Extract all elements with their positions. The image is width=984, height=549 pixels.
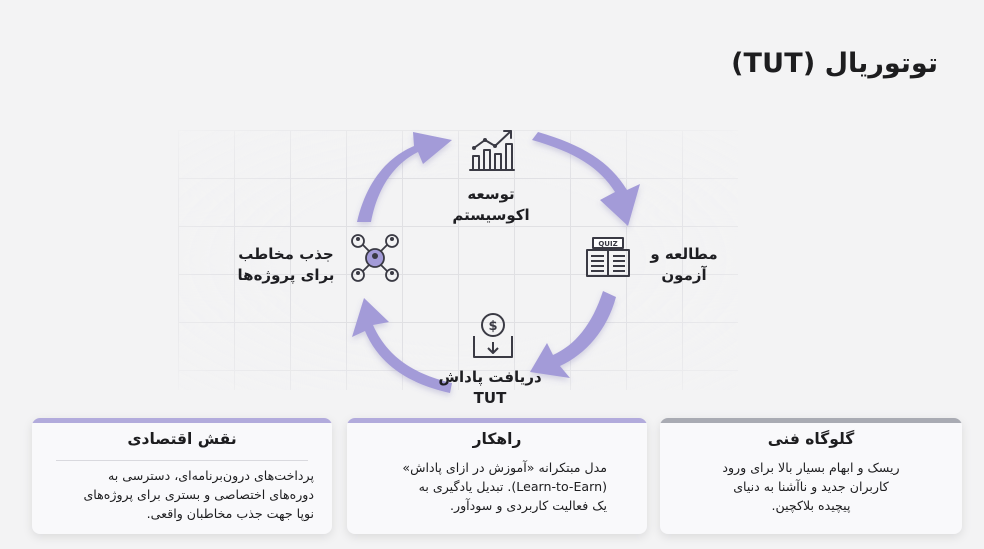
card-line: ریسک و ابهام بسیار بالا برای ورود <box>722 460 900 475</box>
cycle-arrow-bottom-left <box>352 298 452 393</box>
card-line: کاربران جدید و ناآشنا به دنیای <box>733 479 889 494</box>
quiz-label: QUIZ <box>598 240 617 248</box>
card-heading: گلوگاه فنی <box>767 430 855 448</box>
cycle-arrow-top-left <box>357 132 452 222</box>
card-body: پرداخت‌های درون‌برنامه‌ای، دسترسی به دور… <box>50 466 314 523</box>
card-economic-role: نقش اقتصادی پرداخت‌های درون‌برنامه‌ای، د… <box>32 418 332 534</box>
cycle-node-top: توسعه اکوسیستم <box>452 185 530 224</box>
card-solution: راهکار مدل مبتکرانه «آموزش در ازای پاداش… <box>347 418 647 534</box>
cycle-node-left: جذب مخاطب برای پروژه‌ها <box>237 245 335 284</box>
card-body: مدل مبتکرانه «آموزش در ازای پاداش» (Lear… <box>387 458 607 515</box>
card-line: نوپا جهت جذب مخاطبان واقعی. <box>146 506 314 521</box>
card-line: پیچیده بلاکچین. <box>771 498 851 513</box>
audience-network-icon <box>351 234 399 282</box>
background-grid <box>178 130 738 390</box>
growth-chart-icon <box>469 130 515 171</box>
cycle-arrow-top-right <box>532 132 640 226</box>
cycle-arrow-bottom-right <box>530 291 616 378</box>
card-line: دوره‌های اختصاصی و بستری برای پروژه‌های <box>83 487 314 502</box>
card-heading: راهکار <box>472 430 522 448</box>
card-line: پرداخت‌های درون‌برنامه‌ای، دسترسی به <box>107 468 314 483</box>
coin-deposit-icon: $ <box>473 313 513 358</box>
card-accent-bar <box>32 418 332 423</box>
card-line: یک فعالیت کاربردی و سودآور. <box>450 498 607 513</box>
cycle-node-bottom: دریافت پاداش TUT <box>438 368 542 407</box>
card-accent-bar <box>660 418 962 423</box>
quiz-book-icon: QUIZ <box>586 237 630 277</box>
card-accent-bar <box>347 418 647 423</box>
card-heading: نقش اقتصادی <box>127 430 237 448</box>
card-divider <box>56 460 308 461</box>
page-title: توتوریال (TUT) <box>731 48 938 79</box>
card-line: مدل مبتکرانه «آموزش در ازای پاداش» <box>402 460 607 475</box>
card-technical-bottleneck: گلوگاه فنی ریسک و ابهام بسیار بالا برای … <box>660 418 962 534</box>
cycle-node-right: مطالعه و آزمون <box>650 245 718 284</box>
coin-symbol: $ <box>488 319 497 334</box>
card-line: (Learn-to-Earn). تبدیل یادگیری به <box>418 479 607 494</box>
card-body: ریسک و ابهام بسیار بالا برای ورود کاربرا… <box>678 458 944 515</box>
